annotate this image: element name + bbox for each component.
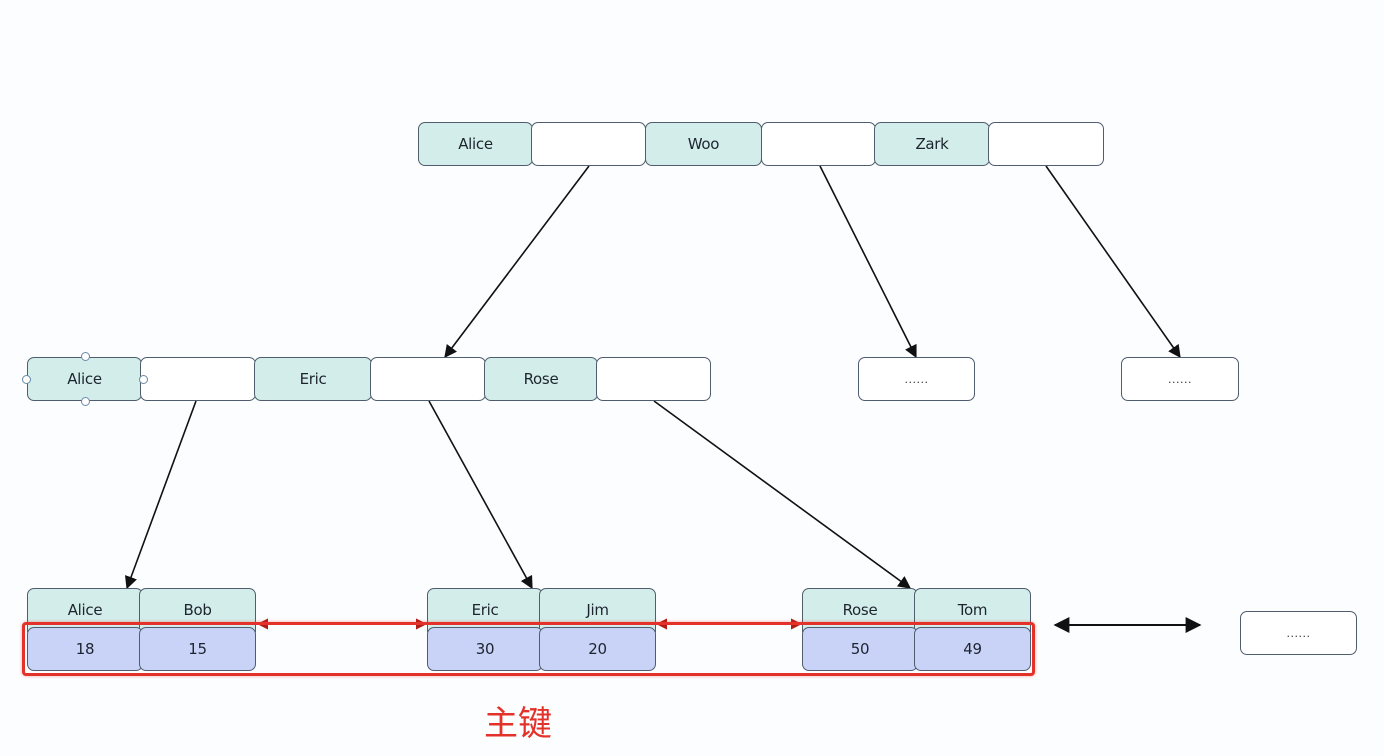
internal-node-2[interactable]: ...... [858, 357, 975, 401]
edge-internal-to-leaf-1 [124, 400, 197, 590]
root-pointer-cell[interactable] [988, 122, 1104, 166]
leaf-key-cell[interactable]: Jim [539, 588, 656, 632]
leaf-key-cell[interactable]: Eric [427, 588, 543, 632]
leaf-value-cell[interactable]: 20 [539, 627, 656, 671]
edge-root-to-internal-2 [819, 165, 917, 359]
leaf-key-cell[interactable]: Tom [914, 588, 1031, 632]
leaf-value-cell[interactable]: 15 [139, 627, 256, 671]
leaf-key-cell[interactable]: Bob [139, 588, 256, 632]
leaf-value-cell[interactable]: 30 [427, 627, 543, 671]
leaf-key-cell[interactable]: Alice [27, 588, 143, 632]
root-key-cell[interactable]: Woo [645, 122, 762, 166]
root-key-cell[interactable]: Alice [418, 122, 533, 166]
internal-key-cell[interactable]: Alice [27, 357, 142, 401]
internal-key-cell[interactable]: Eric [254, 357, 372, 401]
edge-root-to-internal-1 [444, 165, 590, 359]
root-key-cell[interactable]: Zark [874, 122, 990, 166]
edge-internal-to-leaf-3 [653, 400, 912, 589]
internal-key-cell[interactable]: Rose [484, 357, 598, 401]
primary-key-label: 主键 [484, 704, 552, 744]
selection-handle[interactable] [81, 397, 90, 406]
root-pointer-cell[interactable] [531, 122, 646, 166]
internal-pointer-cell[interactable] [596, 357, 711, 401]
leaf-value-cell[interactable]: 18 [27, 627, 143, 671]
edge-root-to-internal-3 [1045, 165, 1181, 359]
selection-handle[interactable] [139, 375, 148, 384]
root-pointer-cell[interactable] [761, 122, 876, 166]
selection-handle[interactable] [22, 375, 31, 384]
internal-pointer-cell[interactable] [370, 357, 486, 401]
leaf-value-cell[interactable]: 49 [914, 627, 1031, 671]
leaf-value-cell[interactable]: 50 [802, 627, 918, 671]
internal-pointer-cell[interactable] [140, 357, 256, 401]
leaf-node-4[interactable]: ...... [1240, 611, 1357, 655]
edge-internal-to-leaf-2 [428, 400, 533, 590]
selection-handle[interactable] [81, 352, 90, 361]
leaf-key-cell[interactable]: Rose [802, 588, 918, 632]
internal-node-3[interactable]: ...... [1121, 357, 1239, 401]
